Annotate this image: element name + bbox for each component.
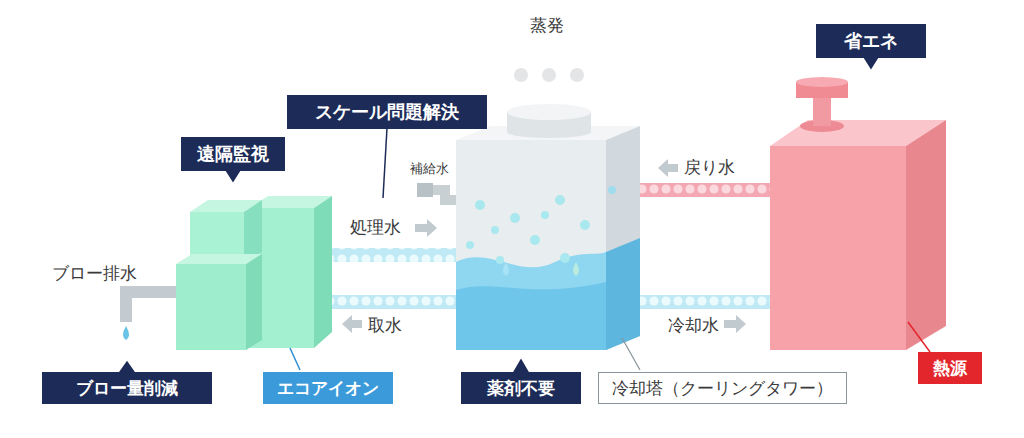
box-text: 熱源: [933, 357, 967, 380]
treated-pipe: [318, 248, 458, 262]
intake-pipe: [318, 295, 458, 309]
callout-box: 省エネ: [816, 24, 926, 58]
box-text: エコアイオン: [277, 377, 379, 400]
flow-arrow: [342, 159, 746, 333]
heat-source: [770, 77, 946, 352]
cooling-tower: [456, 104, 640, 370]
blow-pipe: [123, 292, 180, 340]
box-text: 薬剤不要: [487, 377, 555, 400]
box-text: 冷却塔（クーリングタワー）: [612, 377, 833, 400]
supply-label: 補給水: [410, 160, 449, 178]
box-text: 遠隔監視: [197, 142, 269, 166]
evaporation-label: 蒸発: [530, 14, 564, 37]
part-label: 冷却塔（クーリングタワー）: [598, 372, 847, 404]
flow-label: 戻り水: [684, 156, 735, 179]
flow-label: 冷却水: [668, 314, 719, 337]
box-text: ブロー量削減: [76, 377, 178, 400]
part-label: エコアイオン: [263, 372, 393, 404]
callout-pointer: [120, 57, 878, 372]
flow-label: ブロー排水: [52, 262, 137, 285]
supply-pipe: [417, 183, 458, 200]
eco-ion-device: [176, 196, 332, 370]
callout-box: ブロー量削減: [42, 372, 212, 404]
flow-label: 取水: [368, 314, 402, 337]
callout-box: 薬剤不要: [461, 372, 581, 404]
return-pipe: [622, 183, 772, 197]
callout-box: スケール問題解決: [287, 95, 487, 129]
box-text: スケール問題解決: [315, 100, 459, 124]
box-text: 省エネ: [844, 29, 898, 53]
flow-label: 処理水: [350, 216, 401, 239]
cooling-pipe: [622, 295, 772, 309]
part-label: 熱源: [918, 352, 982, 384]
steam-dots: [514, 68, 584, 82]
callout-box: 遠隔監視: [181, 137, 285, 171]
